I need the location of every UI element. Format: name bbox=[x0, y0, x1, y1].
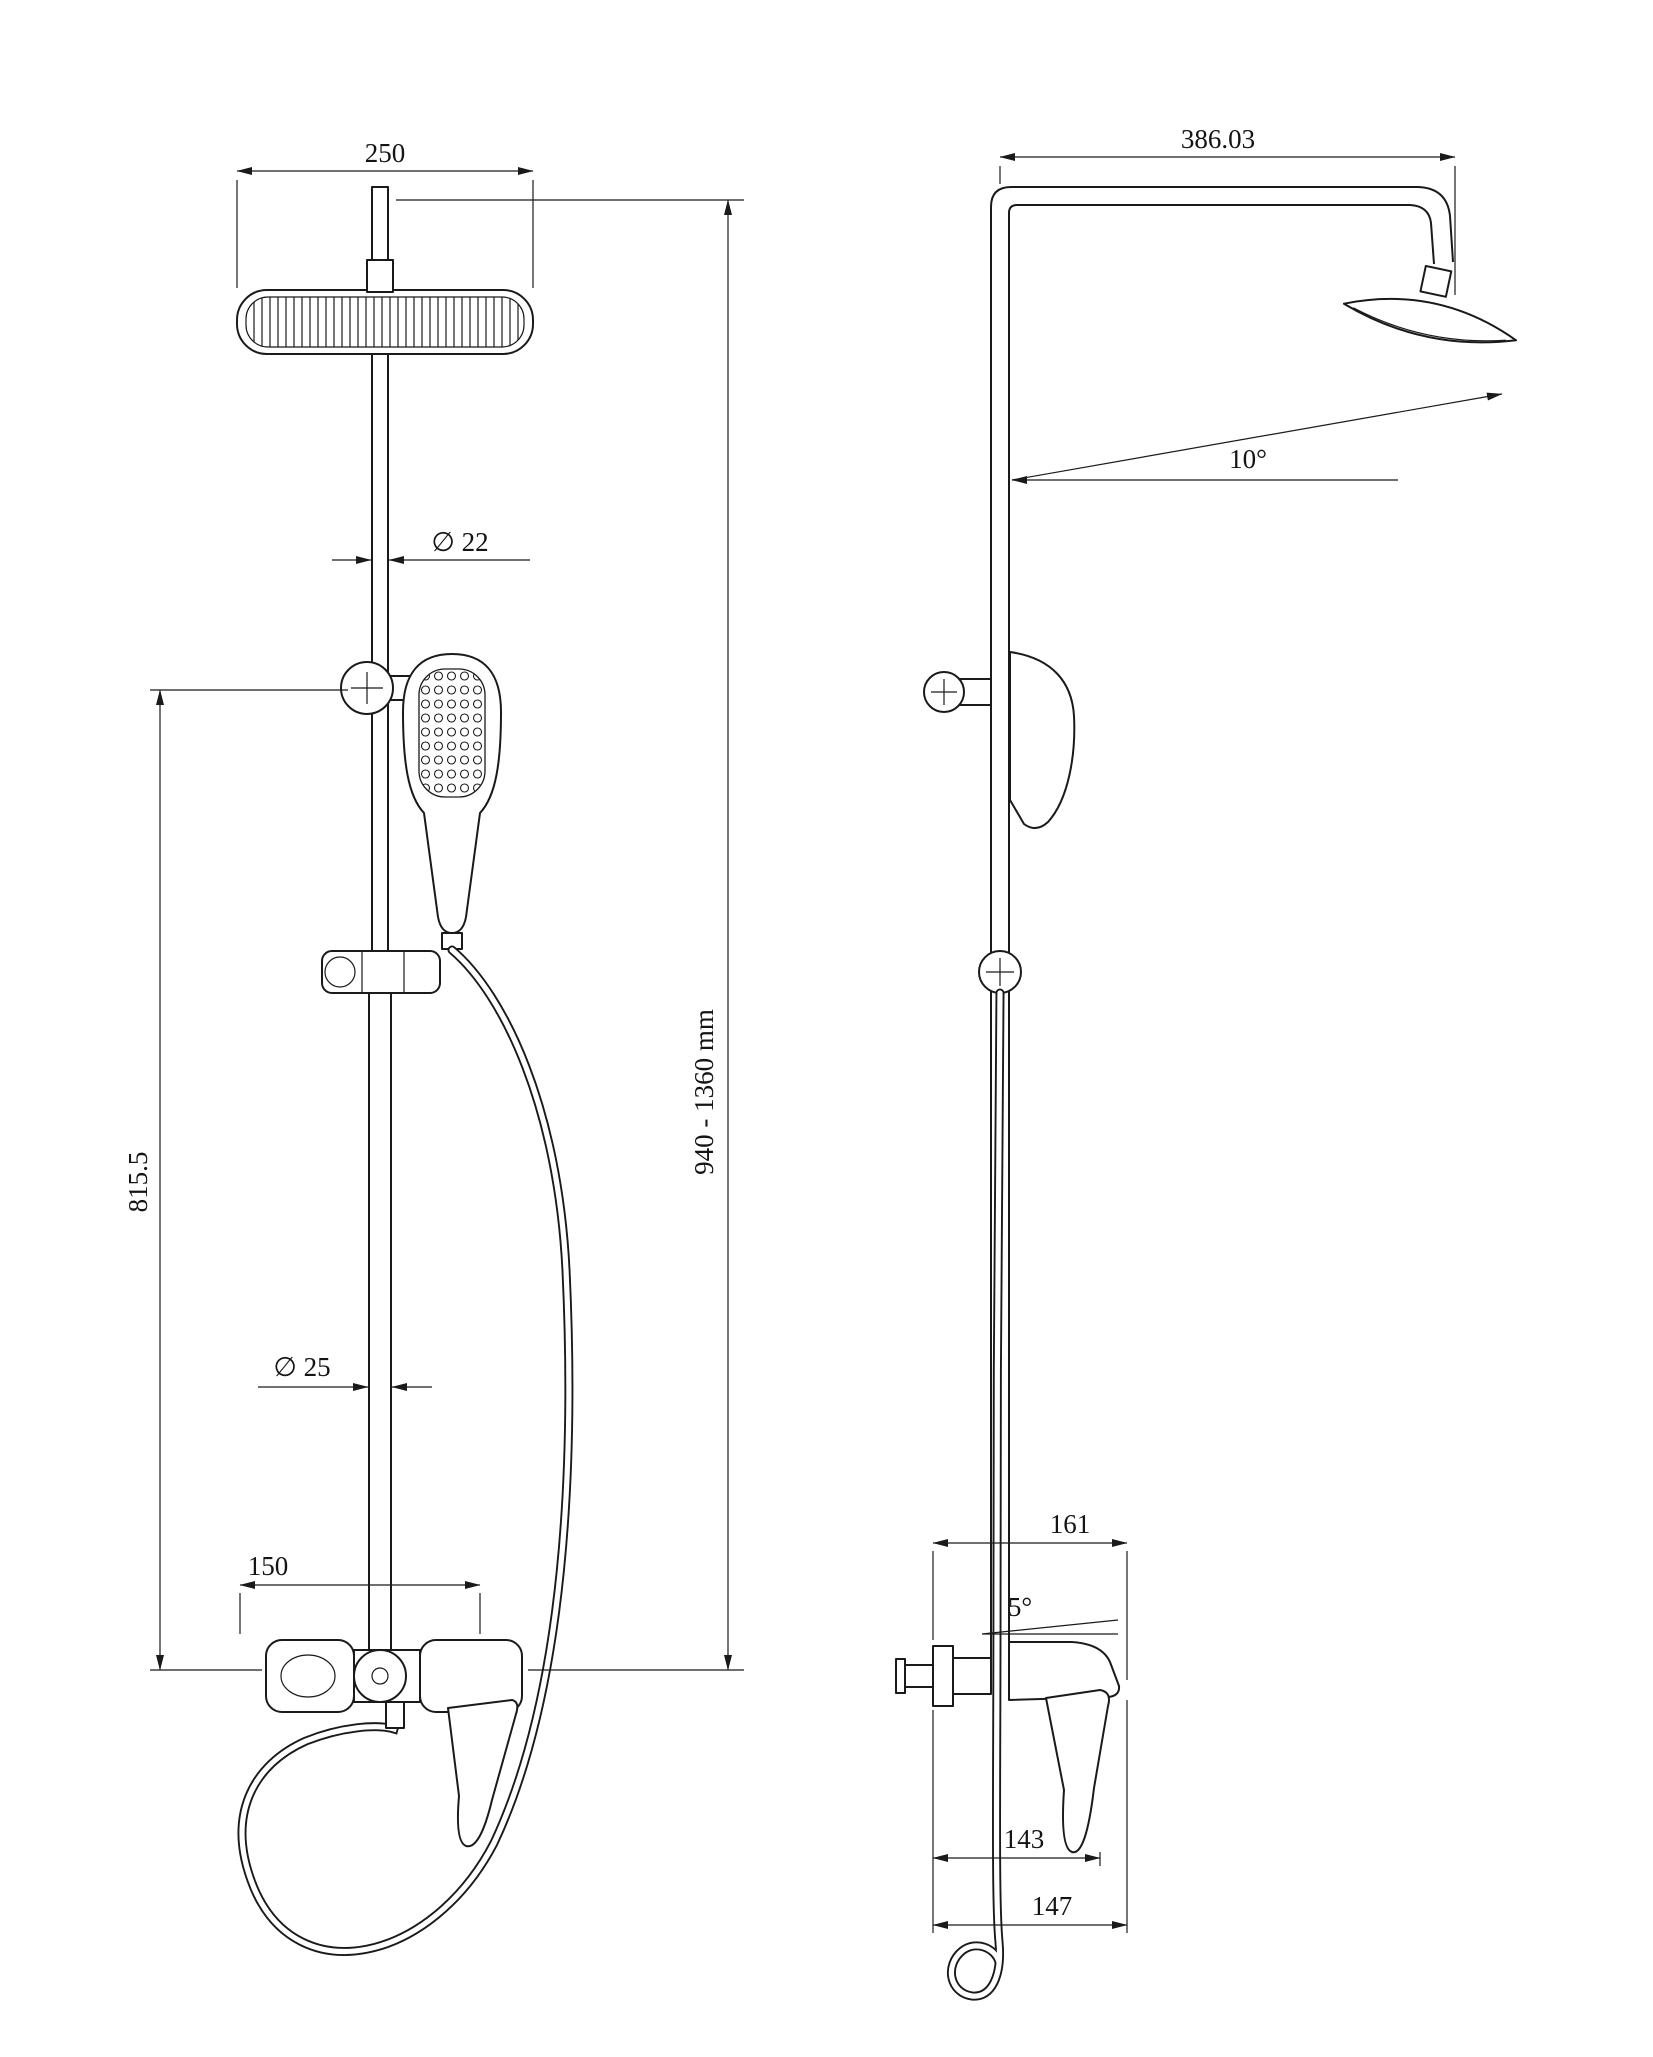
shower-hose bbox=[237, 945, 574, 1956]
dim-arm-reach: 386.03 bbox=[999, 124, 1456, 295]
overhead-shower bbox=[236, 259, 534, 355]
mixer-front bbox=[265, 1639, 523, 1848]
mixer-stem bbox=[952, 1657, 992, 1695]
dim-holder-height: 815.5 bbox=[123, 689, 348, 1671]
dim-label-spout-reach: 147 bbox=[1032, 1891, 1073, 1921]
shower-head-side-face bbox=[1353, 307, 1506, 342]
dim-label-spout-angle: 5° bbox=[1008, 1592, 1032, 1622]
dim-label-pole-diameter: ∅ 22 bbox=[431, 527, 488, 557]
dim-label-holder-height: 815.5 bbox=[123, 1152, 153, 1213]
dim-lower-pole-diameter: ∅ 25 bbox=[258, 1352, 432, 1391]
front-view: 250 ∅ 22 ∅ 25 815.5 940 - 1360 mm bbox=[123, 138, 744, 1956]
dim-label-lower-pole-diameter: ∅ 25 bbox=[273, 1352, 330, 1382]
dim-label-head-width: 250 bbox=[365, 138, 406, 168]
mixer-wall-flange bbox=[932, 1645, 954, 1707]
head-connector bbox=[366, 259, 394, 293]
hand-shower-face bbox=[418, 668, 486, 798]
shower-hose-side bbox=[947, 988, 1005, 2001]
dim-label-spout-offset: 150 bbox=[248, 1551, 289, 1581]
mixer-side bbox=[895, 1641, 1121, 1854]
dim-spout-angle: 5° bbox=[981, 1592, 1119, 1635]
dim-pole-diameter: ∅ 22 bbox=[332, 527, 530, 564]
riser-pole-lower bbox=[368, 952, 392, 1667]
mixer-lever bbox=[447, 1699, 519, 1848]
dim-spout-reach: 147 bbox=[932, 1700, 1128, 1933]
mixer-diverter-center bbox=[371, 1667, 389, 1685]
side-view: 386.03 10° 5° 161 143 147 bbox=[895, 124, 1518, 2001]
mixer-diverter bbox=[353, 1649, 407, 1703]
dim-label-overall-height: 940 - 1360 mm bbox=[689, 1009, 719, 1175]
mixer-spout-opening bbox=[280, 1654, 336, 1698]
shower-arm bbox=[990, 186, 1454, 298]
dim-label-head-angle: 10° bbox=[1229, 444, 1267, 474]
mixer-spout bbox=[265, 1639, 355, 1713]
dim-head-angle: 10° bbox=[1011, 392, 1503, 484]
dim-label-mixer-depth: 161 bbox=[1050, 1509, 1091, 1539]
slider-clamp bbox=[321, 950, 441, 994]
hand-shower bbox=[402, 653, 502, 950]
slider-side bbox=[978, 950, 1022, 994]
slider-knob bbox=[324, 956, 356, 988]
shower-head-outline bbox=[236, 289, 534, 355]
hand-shower-side bbox=[1009, 651, 1076, 829]
hose-nipple bbox=[385, 1701, 405, 1729]
overhead-shower-side bbox=[1342, 297, 1518, 344]
dim-lever-reach: 143 bbox=[932, 1710, 1101, 1933]
mixer-check-cap bbox=[895, 1658, 906, 1694]
head-connector-side bbox=[1419, 264, 1453, 298]
shower-head-side-outline bbox=[1342, 297, 1518, 344]
dim-spout-offset: 150 bbox=[239, 1551, 481, 1634]
shower-head-inner bbox=[245, 296, 525, 348]
wall-bracket bbox=[923, 671, 992, 713]
dim-mixer-depth: 161 bbox=[932, 1509, 1128, 1680]
dim-overall-height: 940 - 1360 mm bbox=[396, 199, 744, 1671]
dim-label-lever-reach: 143 bbox=[1004, 1824, 1045, 1854]
mixer-lever-side bbox=[1045, 1689, 1110, 1854]
dim-label-arm-reach: 386.03 bbox=[1181, 124, 1255, 154]
slider-lines bbox=[361, 951, 405, 993]
slider-knob-cross bbox=[986, 958, 1014, 986]
bracket-knob-cross bbox=[931, 679, 957, 705]
holder-knob-cross bbox=[351, 672, 383, 704]
shower-head-nozzle-ribs bbox=[253, 297, 519, 347]
mixer-check-knob bbox=[903, 1664, 934, 1688]
mixer-body-side bbox=[1008, 1641, 1121, 1701]
dim-head-width: 250 bbox=[236, 138, 534, 288]
